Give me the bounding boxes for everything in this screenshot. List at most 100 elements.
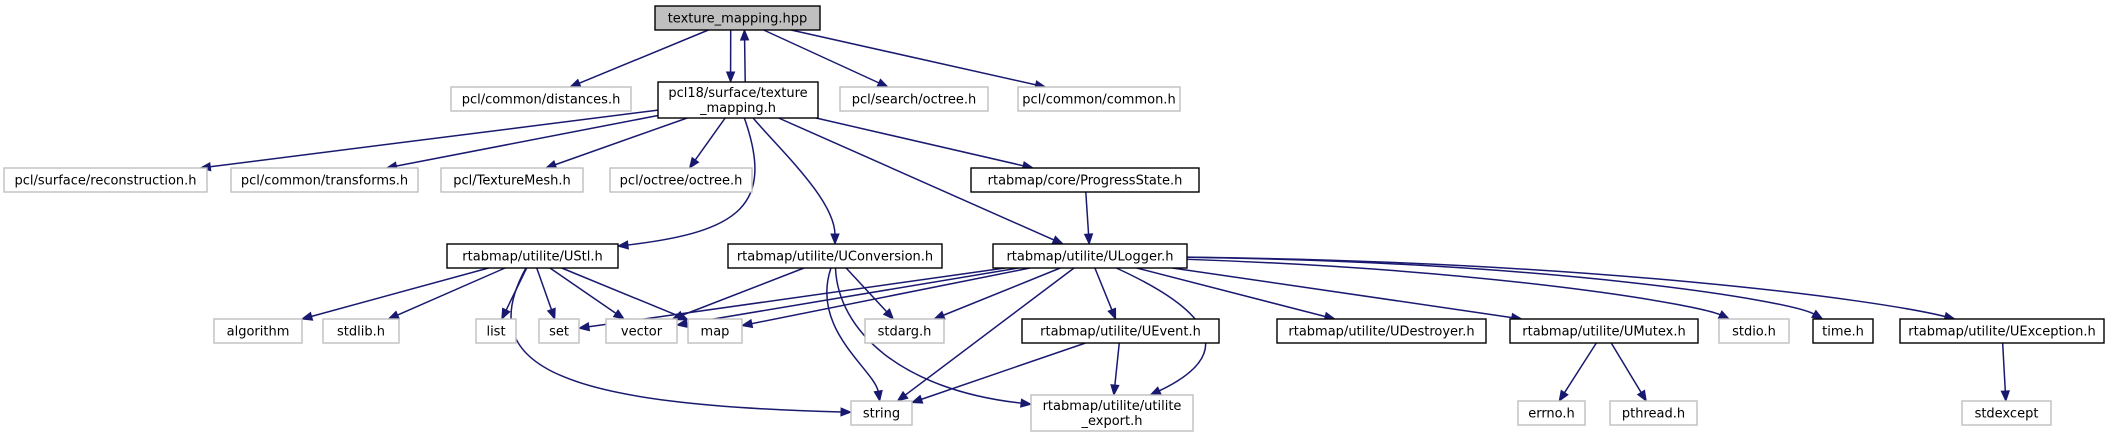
- node-box: [1517, 400, 1586, 426]
- edge-line: [395, 114, 659, 168]
- node-string: string: [850, 400, 913, 426]
- node-label: pcl/octree/octree.h: [620, 174, 743, 189]
- node-box: [839, 86, 989, 112]
- edge-umutex-to-errno_h: [1558, 342, 1597, 403]
- node-box: [1899, 318, 2105, 344]
- node-pcl_common_common: pcl/common/common.h: [1017, 86, 1181, 112]
- edge-line: [1085, 191, 1090, 236]
- edge-line: [845, 267, 888, 313]
- edge-uconversion-to-string: [826, 267, 883, 403]
- node-label: pcl/search/octree.h: [852, 93, 977, 108]
- node-label: stdarg.h: [878, 325, 932, 340]
- node-progress_state[interactable]: rtabmap/core/ProgressState.h: [970, 167, 1200, 193]
- node-pcl_common_distances: pcl/common/distances.h: [450, 86, 632, 112]
- edge-line: [694, 117, 726, 162]
- node-ustl[interactable]: rtabmap/utilite/UStl.h: [446, 243, 619, 269]
- node-label: pcl/surface/reconstruction.h: [14, 174, 196, 189]
- arrowhead-icon: [1051, 235, 1065, 245]
- edge-pcl18_texture_mapping-to-pcl_texturemesh: [544, 117, 688, 169]
- edge-line: [587, 267, 1006, 328]
- arrowhead-icon: [546, 307, 556, 321]
- edge-ustl-to-algorithm: [300, 267, 489, 321]
- node-box: [864, 318, 945, 344]
- arrowhead-icon: [740, 318, 754, 329]
- node-errno_h: errno.h: [1517, 400, 1586, 426]
- edge-pcl18_texture_mapping-to-pcl_octree_octree: [688, 117, 726, 170]
- edge-pcl18_texture_mapping-to-texture_mapping_hpp: [739, 28, 750, 83]
- node-box: [1030, 394, 1194, 432]
- node-label: stdio.h: [1732, 325, 1776, 340]
- node-box: [446, 243, 619, 269]
- edge-texture_mapping_hpp-to-pcl18_texture_mapping: [725, 29, 736, 84]
- edge-line: [763, 29, 880, 84]
- node-label: pcl/TextureMesh.h: [453, 174, 571, 189]
- node-box: [727, 243, 943, 269]
- arrowhead-icon: [725, 71, 736, 84]
- arrowhead-icon: [688, 156, 700, 170]
- node-label: stdlib.h: [337, 325, 385, 340]
- edge-line: [561, 267, 680, 318]
- edge-pcl18_texture_mapping-to-ulogger: [778, 117, 1065, 245]
- arrowhead-icon: [387, 310, 400, 320]
- edge-umutex-to-pthread_h: [1610, 342, 1647, 403]
- node-label: rtabmap/utilite/UStl.h: [462, 250, 602, 265]
- node-box: [687, 318, 743, 344]
- edge-texture_mapping_hpp-to-pcl_search_octree: [763, 29, 890, 88]
- edge-ustl-to-map: [561, 267, 690, 321]
- edge-ustl-to-vector: [549, 267, 626, 320]
- node-label: string: [863, 407, 900, 422]
- node-pcl_search_octree: pcl/search/octree.h: [839, 86, 989, 112]
- node-pcl18_texture_mapping[interactable]: pcl18/surface/texture_mapping.h: [657, 81, 819, 119]
- node-ulogger[interactable]: rtabmap/utilite/ULogger.h: [992, 243, 1188, 269]
- edge-line: [1610, 342, 1643, 394]
- edge-line: [750, 267, 1031, 325]
- node-box: [1718, 318, 1790, 344]
- arrowhead-icon: [873, 389, 883, 403]
- arrowhead-icon: [577, 322, 591, 332]
- arrowhead-icon: [1149, 386, 1162, 396]
- node-texture_mapping_hpp[interactable]: texture_mapping.hpp: [654, 5, 821, 31]
- node-box: [3, 167, 208, 193]
- node-label: rtabmap/utilite/UEvent.h: [1040, 325, 1201, 340]
- node-box: [230, 167, 419, 193]
- edge-uexception-to-stdexcept: [2000, 342, 2010, 403]
- node-pthread_h: pthread.h: [1609, 400, 1698, 426]
- edge-pcl18_texture_mapping-to-uconversion: [752, 117, 840, 246]
- node-set: set: [538, 318, 580, 344]
- node-uconversion[interactable]: rtabmap/utilite/UConversion.h: [727, 243, 943, 269]
- edge-line: [626, 117, 756, 246]
- arrowhead-icon: [882, 308, 895, 320]
- node-uevent[interactable]: rtabmap/utilite/UEvent.h: [1021, 318, 1220, 344]
- node-label: errno.h: [1528, 407, 1575, 422]
- node-box: [213, 318, 303, 344]
- node-label: stdexcept: [1975, 407, 2039, 422]
- arrowhead-icon: [932, 310, 946, 320]
- node-label: pcl/common/common.h: [1022, 93, 1175, 108]
- node-map: map: [687, 318, 743, 344]
- edge-line: [1186, 256, 1947, 318]
- edge-line: [826, 267, 880, 393]
- edge-uevent-to-string: [910, 342, 1086, 404]
- node-stdio_h: stdio.h: [1718, 318, 1790, 344]
- arrowhead-icon: [1083, 233, 1094, 246]
- edge-ulogger-to-stdarg_h: [932, 267, 1061, 320]
- node-uexception[interactable]: rtabmap/utilite/UException.h: [1899, 318, 2105, 344]
- arrowhead-icon: [616, 240, 629, 250]
- edge-line: [904, 267, 1075, 397]
- node-umutex[interactable]: rtabmap/utilite/UMutex.h: [1509, 318, 1699, 344]
- node-label: pthread.h: [1622, 407, 1685, 422]
- node-box: [605, 318, 678, 344]
- node-udestroyer[interactable]: rtabmap/utilite/UDestroyer.h: [1276, 318, 1487, 344]
- arrowhead-icon: [1110, 384, 1120, 397]
- edge-line: [209, 109, 659, 168]
- node-label: map: [701, 325, 730, 340]
- node-box: [1812, 318, 1874, 344]
- arrowhead-icon: [300, 311, 314, 321]
- edges-layer: [199, 28, 2010, 417]
- edge-ulogger-to-umutex: [1172, 267, 1524, 323]
- node-time_h[interactable]: time.h: [1812, 318, 1874, 344]
- arrowhead-icon: [1636, 389, 1647, 403]
- arrowhead-icon: [876, 78, 890, 88]
- edge-line: [680, 267, 805, 317]
